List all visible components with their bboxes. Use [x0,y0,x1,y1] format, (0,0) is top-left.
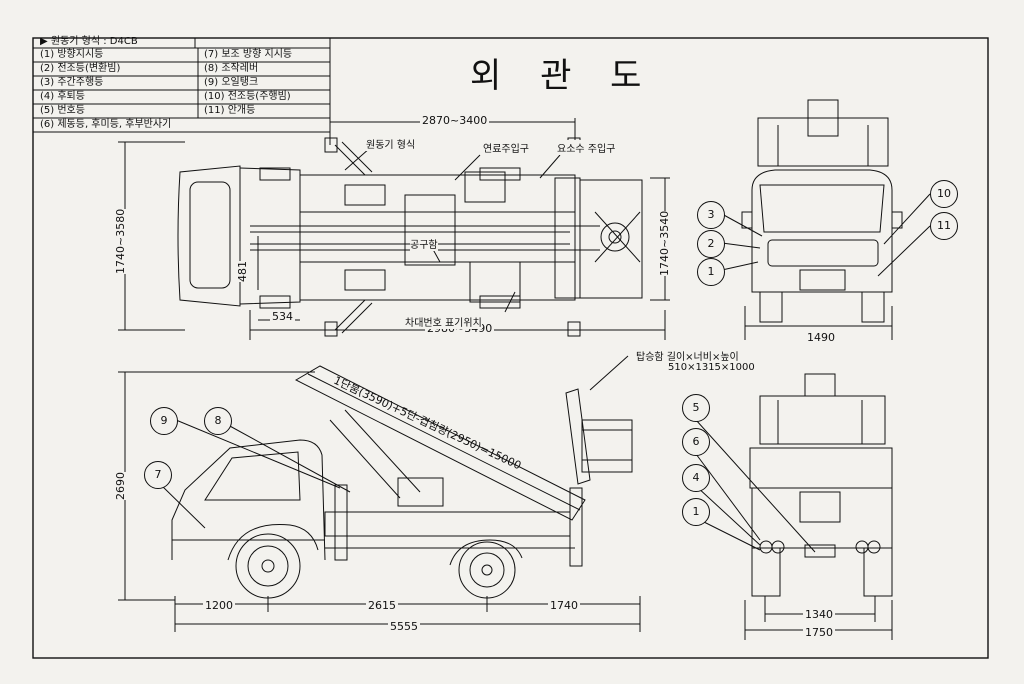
dim-front-overhang: 1200 [203,599,235,612]
dim-right-height: 1740~3540 [658,210,671,276]
legend-item: (1) 방향지시등 [40,49,104,60]
basket-dims: 510×1315×1000 [668,362,755,373]
sheet-border [32,37,989,659]
legend-item: (8) 조작레버 [204,63,259,74]
legend-item: (11) 안개등 [204,105,256,116]
dim-left-height: 1740~3580 [114,208,127,274]
label-plate-location: 차대번호 표기위치 [405,314,482,329]
legend-item: (10) 전조등(주행빔) [204,91,291,102]
label-urea-inlet: 요소수 주입구 [557,140,616,155]
callout-front: 3 [697,201,725,229]
callout-rear: 5 [682,394,710,422]
label-toolbox: 공구함 [410,236,438,251]
legend-item: (7) 보조 방향 지시등 [204,49,293,60]
legend-item: (9) 오일탱크 [204,77,259,88]
page-title: 외 관 도 [470,56,656,96]
dim-wheelbase: 2615 [366,599,398,612]
callout-rear: 6 [682,428,710,456]
callout-rear: 4 [682,464,710,492]
legend-item: (3) 주간주행등 [40,77,104,88]
dim-front-width: 1490 [805,331,837,344]
legend-item: (4) 후퇴등 [40,91,85,102]
legend-item: (6) 제동등, 후미등, 후부반사기 [40,119,172,130]
callout-side: 9 [150,407,178,435]
legend-table [33,38,331,133]
legend-item: (2) 전조등(변환빔) [40,63,121,74]
callout-side: 8 [204,407,232,435]
rear-view [695,373,893,640]
side-view [118,355,641,632]
callout-front: 11 [930,212,958,240]
legend-header: ▶ 원동기 형식 : D4CB [40,36,138,47]
top-view [118,118,670,340]
front-view [721,99,931,340]
dim-small-height: 481 [236,261,249,282]
callout-side: 7 [144,461,172,489]
callout-front: 2 [697,230,725,258]
dim-rear-inner-width: 1340 [803,608,835,621]
callout-rear: 1 [682,498,710,526]
dim-small-width: 534 [270,310,295,323]
basket-label: 탑승함 길이×너비×높이 [636,348,739,363]
callout-front: 1 [697,258,725,286]
callout-front: 10 [930,180,958,208]
dim-overall-height: 2690 [114,472,127,500]
label-fuel-inlet: 연료주입구 [483,140,529,155]
label-engine: 원동기 형식 [366,136,416,151]
dim-rear-outer-width: 1750 [803,626,835,639]
dim-top-overall: 2870~3400 [420,114,490,127]
legend-item: (5) 번호등 [40,105,85,116]
dim-overall-length: 5555 [388,620,420,633]
dim-rear-overhang: 1740 [548,599,580,612]
